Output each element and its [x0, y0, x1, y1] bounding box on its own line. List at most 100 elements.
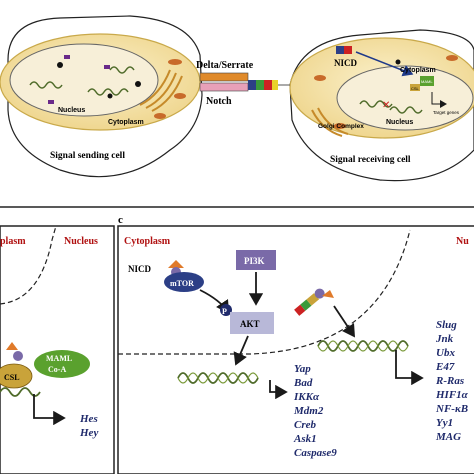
- dna-strand: [359, 100, 393, 108]
- golgi-arc: [151, 75, 183, 112]
- nicd-label-c: NICD: [128, 264, 152, 274]
- nucleus-label-right: Nucleus: [386, 119, 413, 126]
- mitochondrion: [446, 55, 458, 61]
- golgi-arc: [139, 69, 171, 106]
- protein-square: [64, 55, 70, 59]
- notch-label: Notch: [206, 96, 232, 107]
- gene-item: Ask1: [293, 433, 317, 445]
- gene-item: Jnk: [435, 333, 454, 345]
- dna-strand: [29, 81, 63, 89]
- mitochondrion: [314, 75, 326, 81]
- panel-b-frame: [0, 225, 115, 474]
- fragment-to-dna-arrow: [333, 305, 355, 338]
- transcription-arrow-c-right: [395, 350, 424, 386]
- akt-box: [230, 312, 274, 334]
- dna-strand-b: [0, 387, 41, 397]
- protein-square: [104, 65, 110, 69]
- mitochondrion: [154, 113, 166, 119]
- target-gene-arrow: [431, 92, 447, 108]
- dna-strand-c-right2: [317, 340, 409, 352]
- transcription-arrow-c-left: [269, 380, 288, 400]
- protein-square: [48, 100, 54, 104]
- akt-label: AKT: [240, 319, 260, 329]
- panel-b-cytoplasm-label: plasm: [0, 236, 26, 247]
- nicd-receptor-fragment: [294, 288, 325, 316]
- delta-serrate-label: Delta/Serrate: [196, 60, 254, 71]
- receptor-segment: [248, 80, 256, 90]
- nicd-fragment: [336, 46, 344, 54]
- nicd-label-top: NICD: [334, 58, 358, 68]
- mitochondrion: [334, 123, 346, 129]
- mitochondrion: [174, 93, 186, 99]
- dna-strand: [87, 88, 129, 96]
- receptor-segment: [272, 80, 278, 90]
- csl-box: [410, 84, 420, 91]
- phospho-p: [220, 304, 232, 316]
- gene-item: MAG: [435, 431, 461, 443]
- gene-item: E47: [435, 361, 455, 373]
- golgi-arc: [311, 109, 343, 137]
- nicd-domain-c: [168, 260, 184, 268]
- notch-receptor: [199, 82, 249, 92]
- csl-label: CSL: [4, 373, 20, 382]
- mitochondrion: [168, 59, 182, 65]
- vesicle-dot: [395, 59, 401, 65]
- delta-ligand: [199, 72, 249, 82]
- gene-item: Bad: [293, 377, 313, 389]
- maml-label: MAML: [46, 354, 72, 363]
- panel-b-nucleus-label: Nucleus: [64, 236, 98, 247]
- receptor-segment: [264, 80, 272, 90]
- transcription-arrow-b: [33, 394, 66, 426]
- fragment-tip: [322, 290, 334, 298]
- target-genes-label: Target genes: [433, 110, 460, 115]
- gene-hey: Hey: [79, 427, 98, 439]
- vesicle-dot: [107, 93, 113, 99]
- gene-item: Mdm2: [293, 405, 324, 417]
- nicd-bead-b: [13, 351, 23, 361]
- csl-protein: [0, 363, 33, 389]
- panel-b: plasm Nucleus MAML Co-A CSL Hes Hey: [0, 225, 115, 474]
- gene-item: Slug: [436, 319, 457, 331]
- gene-item: Yy1: [436, 417, 453, 429]
- dna-strand: [109, 66, 135, 74]
- panel-c: c Cytoplasm Nu NICD mTOR PI3K P AKT: [117, 214, 474, 474]
- cytoplasm-label-left: Cytoplasm: [108, 119, 144, 126]
- top-panel: Nucleus Cytoplasm Delta/Serrate Notch NI…: [0, 15, 474, 182]
- dna-strand: [389, 106, 423, 114]
- golgi-arc: [145, 72, 177, 109]
- nucleus-label-left: Nucleus: [58, 107, 85, 114]
- nicd-arrow: [355, 51, 414, 77]
- nicd-domain-b: [6, 342, 18, 350]
- sending-cell-membrane: [7, 15, 203, 178]
- nuclear-membrane-c: [118, 229, 411, 355]
- gene-item: NF-κB: [435, 403, 468, 415]
- maml-box: [420, 76, 434, 86]
- sending-cell-label: Signal sending cell: [50, 151, 125, 161]
- receiving-cell-label: Signal receiving cell: [330, 155, 411, 165]
- pi3k-box: [236, 250, 276, 270]
- vesicle-dot: [57, 62, 63, 68]
- gene-item: IKKα: [293, 391, 320, 403]
- nuclear-membrane-b: [0, 225, 57, 305]
- pi3k-label: PI3K: [244, 256, 265, 266]
- phospho-label: P: [222, 307, 227, 316]
- csl-label-top: CSL: [411, 86, 420, 91]
- panel-c-letter: c: [118, 214, 123, 226]
- panel-c-cytoplasm-label: Cytoplasm: [124, 236, 171, 247]
- gene-item: HIF1α: [435, 389, 469, 401]
- gene-list-left: Yap Bad IKKα Mdm2 Creb Ask1 Caspase9: [293, 363, 337, 459]
- mtor-label: mTOR: [170, 279, 194, 288]
- gene-item: R-Ras: [435, 375, 464, 387]
- coa-label: Co-A: [48, 365, 66, 374]
- gene-item: Caspase9: [294, 447, 337, 459]
- gene-item: Ubx: [436, 347, 455, 359]
- panel-c-nucleus-label: Nu: [456, 236, 469, 247]
- receptor-segment: [256, 80, 264, 90]
- gene-item: Creb: [294, 419, 317, 431]
- golgi-arc: [317, 107, 349, 135]
- gene-hes: Hes: [79, 413, 98, 425]
- sending-nucleus: [9, 43, 159, 117]
- maml-coactivator: [34, 350, 90, 378]
- inhibition-x: ✕: [382, 100, 390, 111]
- cytoplasm-label-right: Cytoplasm: [400, 67, 436, 74]
